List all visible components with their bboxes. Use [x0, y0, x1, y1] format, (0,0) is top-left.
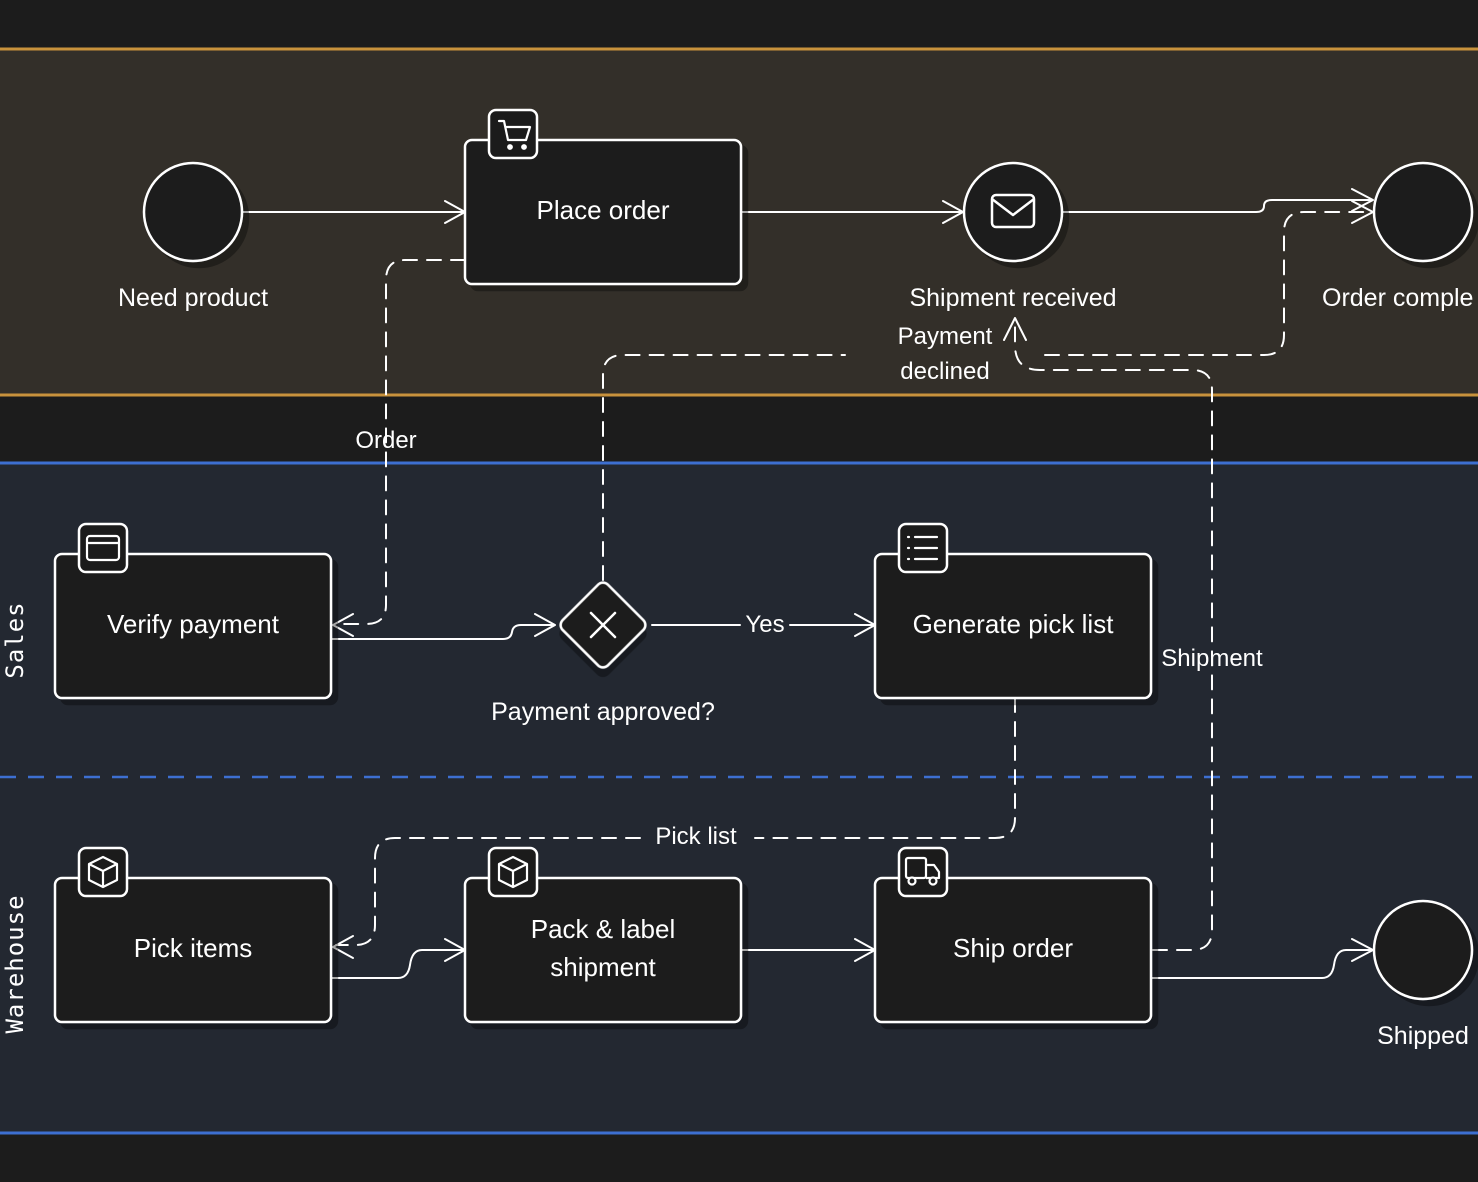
flow-label-payment-declined-1: Payment: [898, 323, 993, 350]
flow-label-pick-list: Pick list: [655, 823, 737, 850]
task-pack-label-shipment[interactable]: Pack & label shipment: [463, 846, 743, 1024]
message-flow-payment-declined[interactable]: [602, 211, 1371, 581]
task-label: Verify payment: [107, 609, 280, 639]
flow-label-yes: Yes: [745, 611, 784, 638]
x-icon: [589, 611, 617, 639]
flow-label-payment-declined-2: declined: [900, 358, 989, 385]
task-label: Pick items: [134, 933, 252, 963]
cart-icon: [497, 119, 532, 150]
truck-icon: [904, 856, 941, 886]
arrowhead-pick-list: [332, 935, 354, 959]
task-generate-pick-list[interactable]: Generate pick list: [873, 522, 1153, 700]
envelope-icon: [990, 193, 1036, 229]
message-flow-shipment[interactable]: [1014, 321, 1213, 951]
lane-label-warehouse: Warehouse: [1, 894, 29, 1033]
task-label-line1: Pack & label: [531, 914, 676, 944]
message-flow-pick-list[interactable]: [335, 697, 1016, 946]
list-icon: [906, 535, 939, 561]
label-payment-approved: Payment approved?: [491, 698, 715, 726]
task-place-order[interactable]: Place order: [463, 108, 743, 286]
task-label: Generate pick list: [913, 609, 1115, 639]
label-order-complete: Order comple: [1322, 284, 1473, 312]
task-pick-items[interactable]: Pick items: [53, 846, 333, 1024]
label-need-product: Need product: [118, 284, 268, 312]
box-icon: [497, 855, 529, 889]
message-flow-order[interactable]: [335, 259, 466, 625]
end-event-order-complete[interactable]: [1372, 161, 1474, 263]
arrowhead-shipment: [1003, 317, 1027, 341]
box-icon: [87, 855, 119, 889]
flow-received-to-complete[interactable]: [1062, 188, 1374, 213]
end-event-shipped[interactable]: [1372, 899, 1474, 1001]
intermediate-event-shipment-received[interactable]: [962, 161, 1064, 263]
task-label-line2: shipment: [550, 952, 656, 982]
flow-label-order: Order: [355, 427, 416, 454]
credit-card-icon: [85, 534, 121, 562]
gateway-payment-approved[interactable]: [558, 580, 649, 671]
task-verify-payment[interactable]: Verify payment: [53, 522, 333, 700]
flow-label-shipment: Shipment: [1161, 645, 1263, 672]
task-label: Ship order: [953, 933, 1073, 963]
flow-verify-to-gateway[interactable]: [330, 613, 556, 640]
task-label: Place order: [537, 195, 670, 225]
task-ship-order[interactable]: Ship order: [873, 846, 1153, 1024]
arrowhead-order: [332, 613, 354, 637]
lane-label-sales: Sales: [1, 601, 29, 678]
label-shipment-received: Shipment received: [909, 284, 1116, 312]
start-event-need-product[interactable]: [142, 161, 244, 263]
label-shipped: Shipped: [1377, 1022, 1469, 1050]
